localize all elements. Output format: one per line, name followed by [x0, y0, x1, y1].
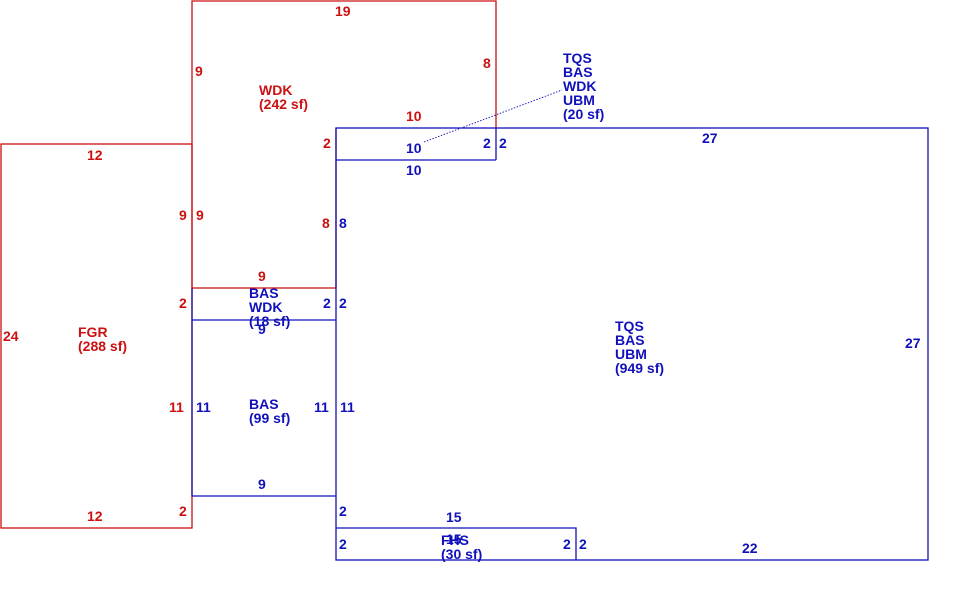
dim-main-left-bottom: 2 — [339, 503, 347, 519]
callout-leader — [423, 89, 563, 143]
dim-fgr-bottom: 12 — [87, 508, 103, 524]
dim-main-left-mid: 2 — [339, 295, 347, 311]
dim-main-left-lower: 11 — [340, 399, 355, 415]
dim-main-right: 27 — [905, 335, 921, 351]
fhs-area-label: FHS (30 sf) — [441, 532, 482, 562]
dim-porch-bottom: 10 — [406, 162, 422, 178]
area-labels: WDK (242 sf) FGR (288 sf) BAS WDK (18 sf… — [78, 50, 664, 562]
dim-fgr-upper-right: 9 — [179, 207, 187, 223]
dim-bas-right: 11 — [314, 399, 329, 415]
tqs-main-area-label: TQS BAS UBM (949 sf) — [615, 318, 664, 376]
house-outlines — [191, 89, 929, 561]
dim-wdk-top: 19 — [335, 3, 351, 19]
fgr-area-label: FGR (288 sf) — [78, 324, 127, 354]
dim-main-left-upper: 8 — [339, 215, 347, 231]
bas-small-area-label: BAS (99 sf) — [249, 396, 290, 426]
dim-bas-wdk-right: 2 — [323, 295, 331, 311]
dim-fgr-corner: 2 — [179, 503, 187, 519]
dim-wdk-step-height: 2 — [323, 135, 331, 151]
dim-porch-top: 10 — [406, 140, 422, 156]
dim-main-bottom-step: 2 — [579, 536, 587, 552]
dim-wdk-lower-left: 9 — [196, 207, 204, 223]
dim-bas-bottom: 9 — [258, 476, 266, 492]
dim-fhs-top: 15 — [446, 509, 462, 525]
garage-outlines — [0, 0, 497, 529]
dim-wdk-lower-right: 8 — [322, 215, 330, 231]
dim-bas-wdk-bottom: 9 — [258, 321, 266, 337]
main-living-outline — [335, 127, 929, 561]
dim-wdk-left: 9 — [195, 63, 203, 79]
dim-fgr-left: 24 — [3, 328, 19, 344]
dim-fgr-top: 12 — [87, 147, 103, 163]
dim-main-bottom: 22 — [742, 540, 758, 556]
dim-fgr-mid: 2 — [179, 295, 187, 311]
dim-wdk-right: 8 — [483, 55, 491, 71]
dim-bas-left: 11 — [196, 399, 211, 415]
dimension-labels: 19 9 8 10 2 12 9 9 8 8 9 2 2 2 9 24 11 1… — [3, 3, 921, 556]
dim-wdk-bottom: 9 — [258, 268, 266, 284]
dim-fhs-bottom: 15 — [446, 531, 462, 547]
dim-fhs-left: 2 — [339, 536, 347, 552]
wdk-outline — [191, 0, 497, 288]
dim-fgr-lower-right: 11 — [169, 399, 184, 415]
bas-small-outline — [191, 319, 336, 497]
fhs-outline — [336, 527, 577, 560]
tqs-callout-area-label: TQS BAS WDK UBM (20 sf) — [563, 50, 604, 122]
dim-main-top: 27 — [702, 130, 718, 146]
dim-fhs-right: 2 — [563, 536, 571, 552]
bas-wdk-area-label: BAS WDK (18 sf) — [249, 285, 290, 329]
wdk-area-label: WDK (242 sf) — [259, 82, 308, 112]
dim-porch-right: 2 — [483, 135, 491, 151]
dim-main-step: 2 — [499, 135, 507, 151]
dim-wdk-step-width: 10 — [406, 108, 422, 124]
